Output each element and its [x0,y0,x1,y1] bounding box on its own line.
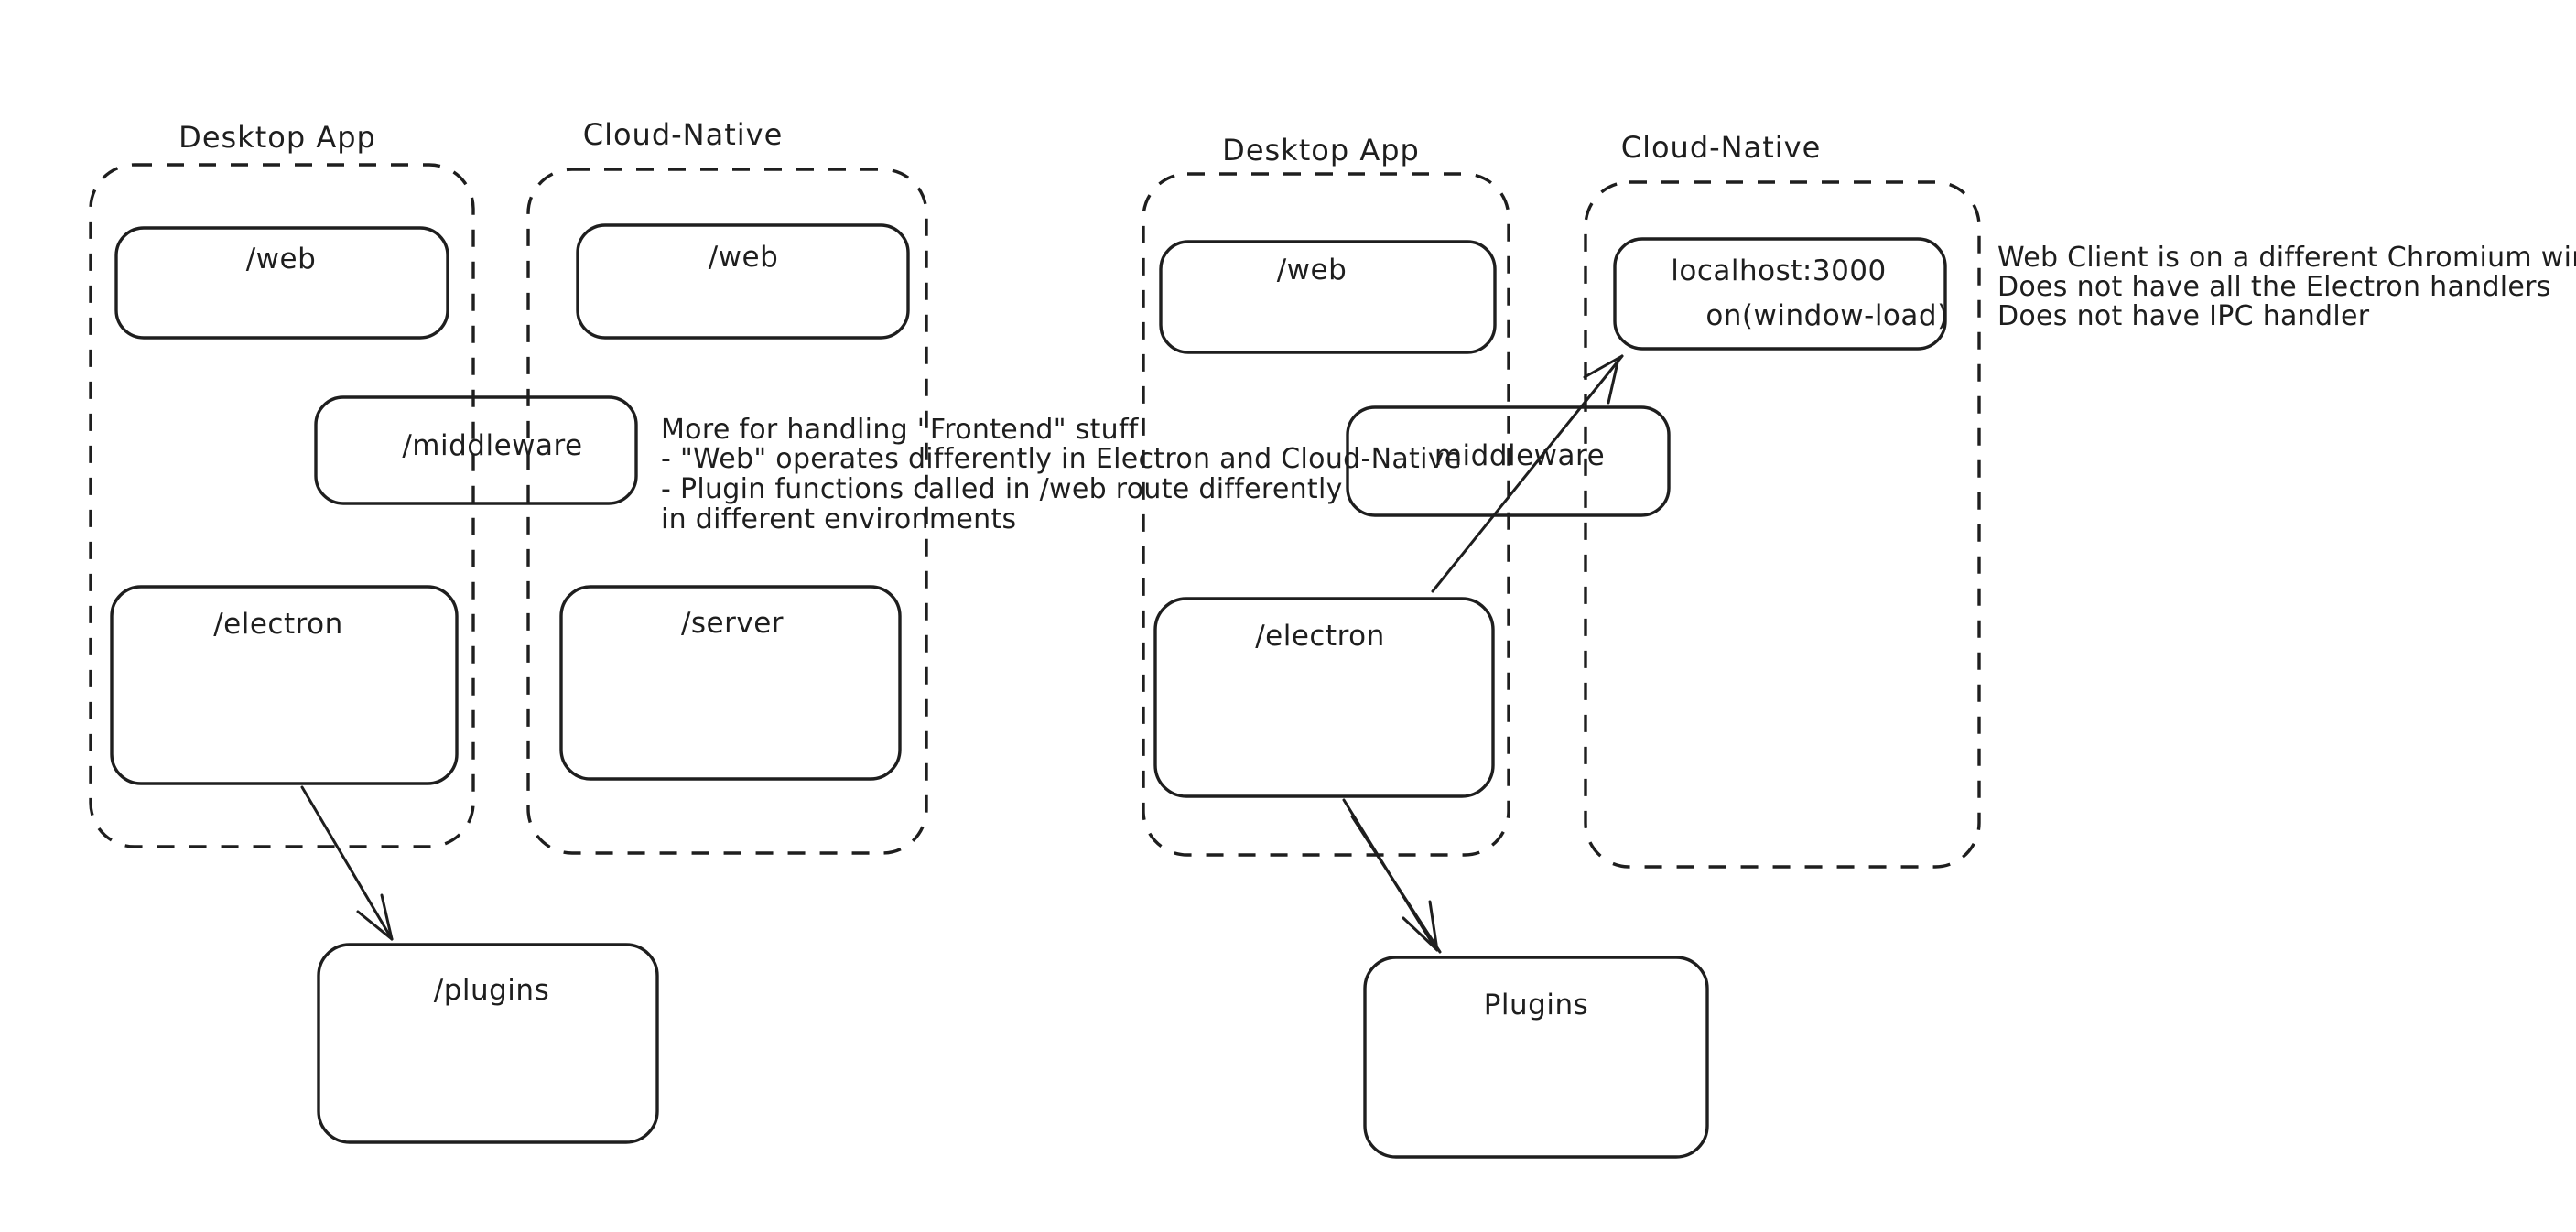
right-middleware-box [1346,405,1671,517]
green-note-line-3: - Plugin functions called in /web route … [661,473,1343,505]
left-electron-label: /electron [213,608,343,641]
green-note-line-2: - "Web" operates differently in Electron… [661,443,1462,475]
right-plugins-box [1363,956,1709,1159]
left-arrow-electron-to-plugins [300,785,394,941]
right-electron-box [1153,597,1495,798]
right-desktop-container-label: Desktop App [1222,133,1420,168]
right-red-note: Web Client is on a different Chromium wi… [1997,242,2576,332]
left-desktop-container-label: Desktop App [179,120,376,155]
right-web-box [1159,240,1497,354]
right-electron-label: /electron [1255,620,1385,653]
right-arrow-electron-to-plugins [1342,798,1442,954]
right-localhost-label: localhost:3000 [1671,254,1887,287]
left-cloud-container [526,168,928,855]
right-cloud-container [1584,180,1981,869]
left-middleware-label: /middleware [402,429,582,462]
left-server-box [559,585,902,781]
left-plugins-box [317,943,659,1144]
right-plugins-label: Plugins [1484,989,1589,1021]
left-web-desktop-label: /web [246,243,317,276]
left-plugins-label: /plugins [434,974,549,1007]
right-window-load-label: on(window-load) [1705,299,1948,332]
right-middleware-label: middleware [1434,439,1605,472]
right-web-label: /web [1277,254,1348,286]
left-green-note: More for handling "Frontend" stuff - "We… [661,414,1462,535]
green-note-line-4: in different environments [661,503,1016,535]
green-note-line-1: More for handling "Frontend" stuff [661,414,1140,446]
right-arrow-electron-to-localhost [1431,354,1624,593]
left-middleware-box [314,395,638,505]
left-cloud-container-label: Cloud-Native [583,117,784,152]
left-web-desktop-box [114,226,449,340]
red-note-line-3: Does not have IPC handler [1997,300,2370,332]
left-web-cloud-label: /web [709,241,779,274]
right-cloud-container-label: Cloud-Native [1621,130,1822,165]
red-note-line-2: Does not have all the Electron handlers [1997,271,2551,303]
left-electron-box [110,585,459,785]
left-server-label: /server [681,607,784,640]
red-note-line-1: Web Client is on a different Chromium wi… [1997,242,2576,274]
right-localhost-box [1613,237,1947,351]
left-web-cloud-box [576,223,910,340]
